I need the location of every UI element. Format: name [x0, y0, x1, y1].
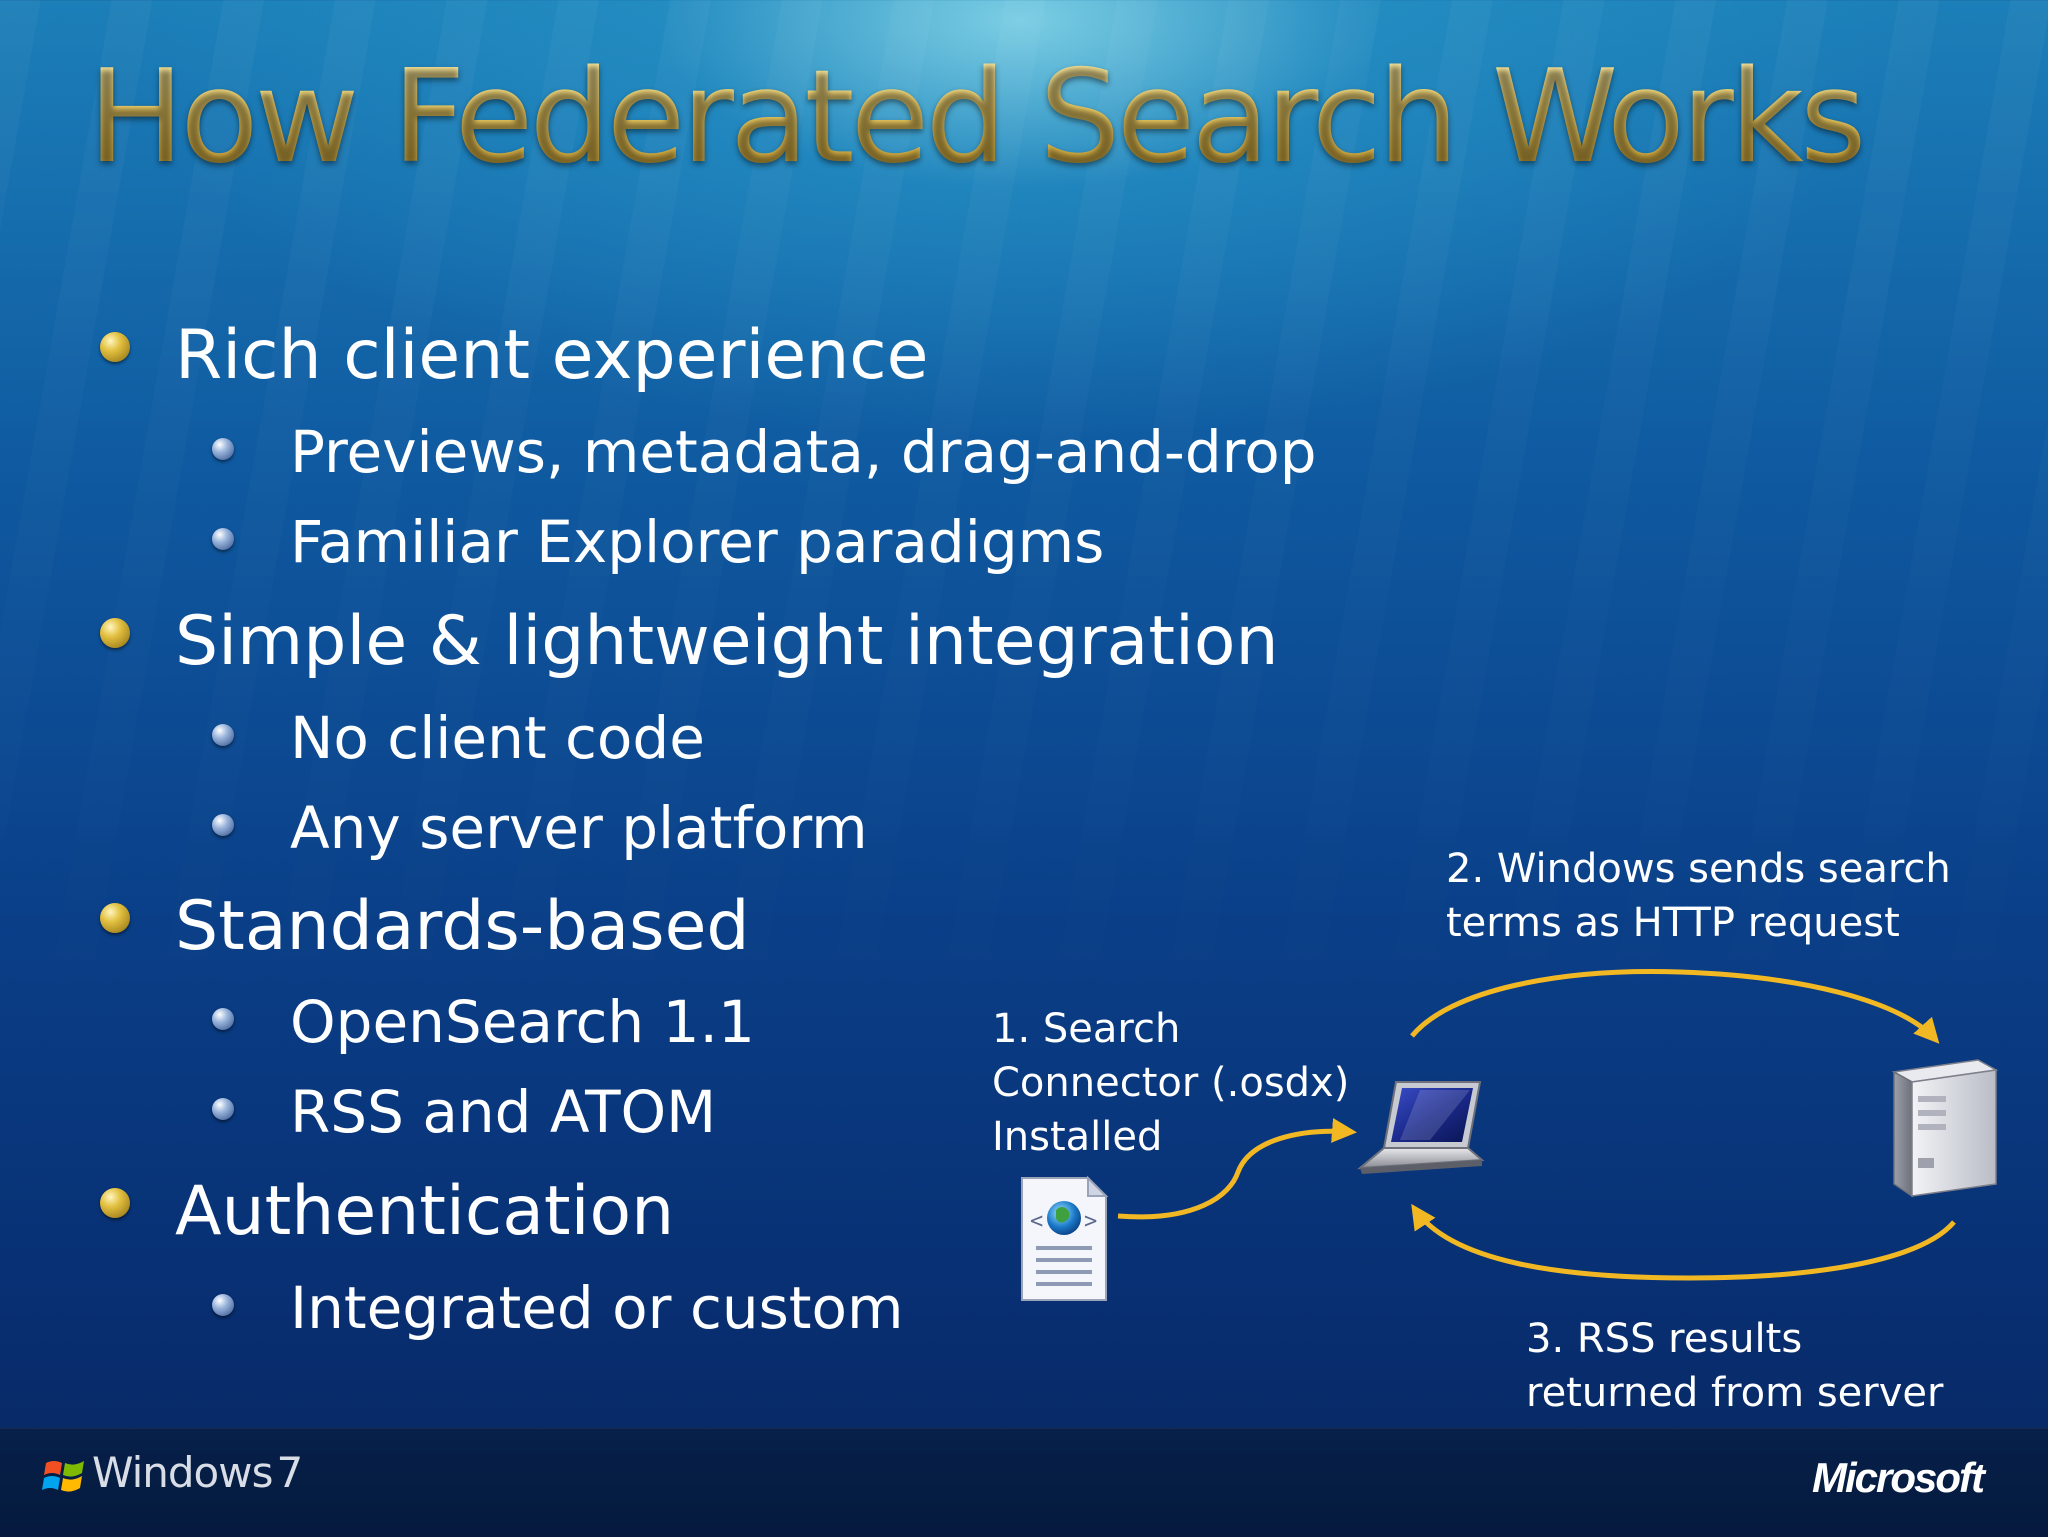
step1-label: 1. Search Connector (.osdx) Installed — [992, 1002, 1349, 1164]
step3-label: 3. RSS results returned from server — [1526, 1312, 1943, 1420]
sub-bullet-item: RSS and ATOM — [290, 1078, 717, 1146]
arrow-step1 — [1117, 1118, 1357, 1220]
bullet-item: Authentication — [175, 1172, 675, 1251]
sub-bullet-dot-icon — [212, 1008, 234, 1030]
bullet-item: Standards-based — [175, 887, 750, 966]
server-icon — [1891, 1059, 1999, 1198]
laptop-icon — [1356, 1081, 1485, 1174]
step3-line: returned from server — [1526, 1370, 1944, 1416]
sub-bullet-item: Previews, metadata, drag-and-drop — [290, 418, 1317, 486]
sub-bullet-item: Any server platform — [290, 794, 868, 862]
windows-7-logo: Windows7 — [92, 1448, 303, 1497]
windows-version-text: 7 — [276, 1448, 303, 1497]
bullet-item: Simple & lightweight integration — [175, 602, 1279, 681]
step2-line: terms as HTTP request — [1446, 900, 1900, 946]
sub-bullet-dot-icon — [212, 814, 234, 836]
sub-bullet-dot-icon — [212, 438, 234, 460]
sub-bullet-dot-icon — [212, 724, 234, 746]
step1-line: Connector (.osdx) — [992, 1060, 1350, 1106]
sub-bullet-dot-icon — [212, 1098, 234, 1120]
windows-brand-text: Windows — [92, 1448, 273, 1497]
bullet-item: Rich client experience — [175, 316, 929, 395]
step2-label: 2. Windows sends search terms as HTTP re… — [1446, 842, 1951, 950]
svg-text:>: > — [1084, 1209, 1097, 1234]
bullet-dot-icon — [100, 903, 130, 933]
bullet-dot-icon — [100, 618, 130, 648]
sub-bullet-item: Familiar Explorer paradigms — [290, 508, 1105, 576]
sub-bullet-item: No client code — [290, 704, 705, 772]
step3-line: 3. RSS results — [1526, 1316, 1803, 1362]
windows-flag-icon — [42, 1461, 84, 1492]
svg-text:<: < — [1030, 1209, 1043, 1234]
step1-line: 1. Search — [992, 1006, 1181, 1052]
microsoft-logo: Microsoft — [1812, 1454, 1985, 1501]
arrow-step2 — [1410, 969, 1940, 1044]
step1-line: Installed — [992, 1114, 1163, 1160]
footer-bar — [0, 1428, 2048, 1537]
sub-bullet-item: Integrated or custom — [290, 1274, 904, 1342]
osdx-file-icon: < > — [1021, 1175, 1109, 1301]
slide-title: How Federated Search Works — [88, 43, 1866, 192]
bullet-dot-icon — [100, 332, 130, 362]
sub-bullet-dot-icon — [212, 1294, 234, 1316]
sub-bullet-dot-icon — [212, 528, 234, 550]
arrow-step3 — [1411, 1203, 1956, 1281]
sub-bullet-item: OpenSearch 1.1 — [290, 988, 755, 1056]
bullet-dot-icon — [100, 1188, 130, 1218]
step2-line: 2. Windows sends search — [1446, 846, 1951, 892]
